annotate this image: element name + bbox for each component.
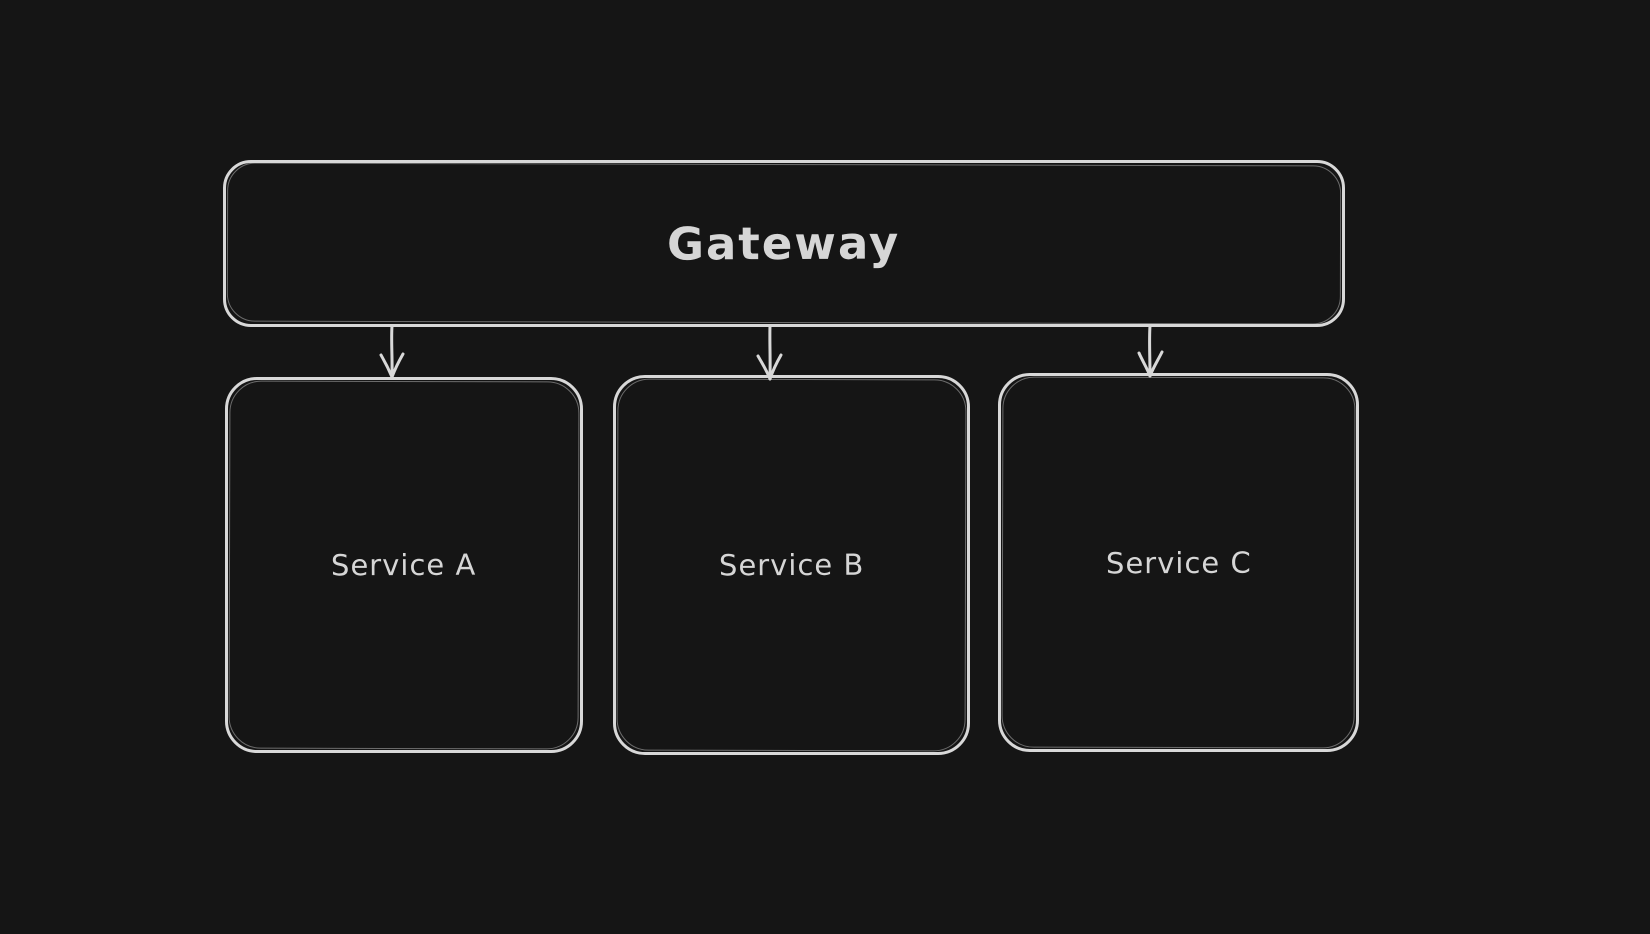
node-service-a-label: Service A — [331, 547, 477, 583]
arrow-stroke-group — [1137, 324, 1164, 378]
node-service-c-label: Service C — [1105, 545, 1252, 580]
node-service-a[interactable]: Service A — [225, 377, 583, 753]
arrow-stroke-group — [379, 324, 405, 379]
node-gateway-label: Gateway — [667, 216, 901, 271]
arrow-gateway-to-service-a-icon[interactable] — [371, 324, 413, 382]
arrow-gateway-to-service-b-icon[interactable] — [749, 324, 791, 382]
node-service-c[interactable]: Service C — [998, 373, 1359, 752]
node-service-b[interactable]: Service B — [613, 375, 970, 755]
node-gateway[interactable]: Gateway — [223, 160, 1345, 327]
arrow-stroke-group — [756, 324, 783, 381]
node-service-b-label: Service B — [718, 547, 865, 583]
